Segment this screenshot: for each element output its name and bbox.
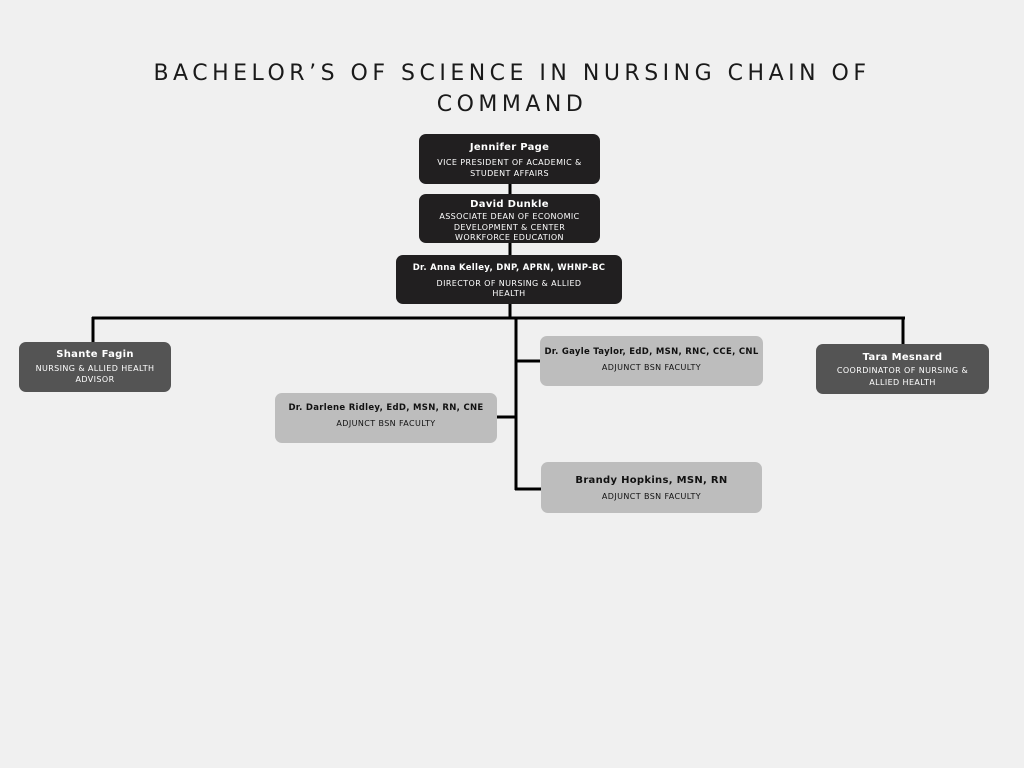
node-name: David Dunkle — [470, 199, 549, 210]
node-david-dunkle: David Dunkle ASSOCIATE DEAN OF ECONOMIC … — [419, 194, 600, 243]
node-name: Dr. Gayle Taylor, EdD, MSN, RNC, CCE, CN… — [544, 347, 759, 357]
node-brandy-hopkins: Brandy Hopkins, MSN, RN ADJUNCT BSN FACU… — [541, 462, 762, 513]
node-role: VICE PRESIDENT OF ACADEMIC & STUDENT AFF… — [437, 158, 582, 178]
node-role: ADJUNCT BSN FACULTY — [336, 419, 436, 429]
node-name: Dr. Anna Kelley, DNP, APRN, WHNP-BC — [412, 263, 606, 273]
node-tara-mesnard: Tara Mesnard COORDINATOR OF NURSING & AL… — [816, 344, 989, 394]
node-name: Jennifer Page — [469, 142, 550, 153]
node-darlene-ridley: Dr. Darlene Ridley, EdD, MSN, RN, CNE AD… — [275, 393, 497, 443]
node-role: ADJUNCT BSN FACULTY — [601, 492, 702, 501]
node-name: Tara Mesnard — [862, 352, 943, 363]
node-gayle-taylor: Dr. Gayle Taylor, EdD, MSN, RNC, CCE, CN… — [540, 336, 763, 386]
node-name: Shante Fagin — [56, 349, 134, 360]
node-name: Dr. Darlene Ridley, EdD, MSN, RN, CNE — [288, 403, 484, 413]
node-shante-fagin: Shante Fagin NURSING & ALLIED HEALTH ADV… — [19, 342, 171, 392]
node-role: DIRECTOR OF NURSING & ALLIED HEALTH — [436, 279, 582, 299]
node-role: ASSOCIATE DEAN OF ECONOMIC DEVELOPMENT &… — [439, 212, 580, 242]
node-anna-kelley: Dr. Anna Kelley, DNP, APRN, WHNP-BC DIRE… — [396, 255, 622, 304]
node-role: ADJUNCT BSN FACULTY — [601, 363, 702, 373]
page-title: BACHELOR’S OF SCIENCE IN NURSING CHAIN O… — [153, 61, 871, 117]
node-role: NURSING & ALLIED HEALTH ADVISOR — [35, 364, 155, 384]
node-role: COORDINATOR OF NURSING & ALLIED HEALTH — [836, 366, 969, 387]
node-jennifer-page: Jennifer Page VICE PRESIDENT OF ACADEMIC… — [419, 134, 600, 184]
node-name: Brandy Hopkins, MSN, RN — [575, 475, 728, 486]
